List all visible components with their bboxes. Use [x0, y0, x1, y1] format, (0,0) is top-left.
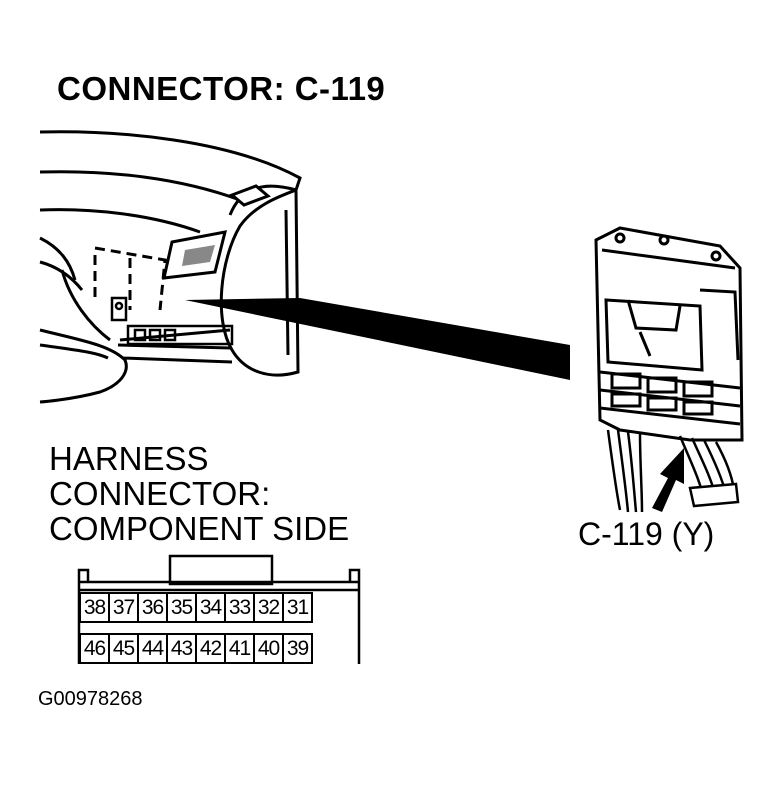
- wire-harness: [606, 429, 740, 513]
- connector-callout-label: C-119 (Y): [578, 516, 715, 552]
- pin-31: 31: [282, 592, 313, 623]
- connector-arrow: [652, 448, 684, 512]
- pin-45: 45: [108, 633, 139, 664]
- harness-connector-label: HARNESS CONNECTOR: COMPONENT SIDE: [49, 441, 349, 546]
- pin-43: 43: [166, 633, 197, 664]
- pin-35: 35: [166, 592, 197, 623]
- pin-row-bottom: 46 45 44 43 42 41 40 39: [79, 633, 313, 664]
- glove-box-outline: [93, 246, 167, 311]
- harness-connector-housing: [77, 554, 361, 664]
- harness-label-line-3: COMPONENT SIDE: [49, 510, 350, 547]
- pin-32: 32: [253, 592, 284, 623]
- diagram-title: CONNECTOR: C-119: [57, 70, 386, 107]
- pin-39: 39: [282, 633, 313, 664]
- ecu-module-drawing: [594, 226, 744, 442]
- pin-44: 44: [137, 633, 168, 664]
- pin-37: 37: [108, 592, 139, 623]
- harness-label-line-1: HARNESS: [49, 440, 209, 477]
- harness-label-line-2: CONNECTOR:: [49, 475, 271, 512]
- pin-46: 46: [79, 633, 110, 664]
- pin-41: 41: [224, 633, 255, 664]
- callout-pointer: [185, 298, 570, 380]
- pin-34: 34: [195, 592, 226, 623]
- figure-id: G00978268: [38, 688, 143, 710]
- pin-36: 36: [137, 592, 168, 623]
- pin-38: 38: [79, 592, 110, 623]
- mounting-bracket: [110, 296, 234, 346]
- pin-40: 40: [253, 633, 284, 664]
- pin-33: 33: [224, 592, 255, 623]
- pin-42: 42: [195, 633, 226, 664]
- pin-row-top: 38 37 36 35 34 33 32 31: [79, 592, 313, 623]
